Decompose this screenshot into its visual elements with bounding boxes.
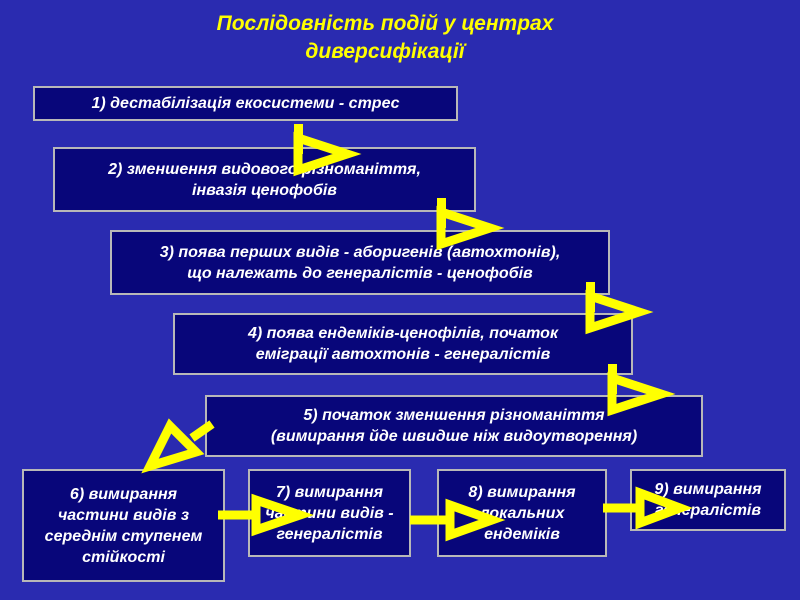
step-5-line-2: (вимирання йде швидше ніж видоутворення) xyxy=(270,428,638,445)
step-box-6: 6) вимирання частини видів з середнім ст… xyxy=(22,469,225,582)
page-title: Послідовність подій у центрах диверсифік… xyxy=(150,10,620,66)
step-4-line-2: еміграції автохтонів - генералістів xyxy=(255,346,551,363)
arrow-5-to-6 xyxy=(141,418,215,474)
step-5-line-1: 5) початок зменшення різноманіття xyxy=(303,407,605,424)
step-box-2: 2) зменшення видового різноманіття, інва… xyxy=(53,147,476,212)
step-8-line-2: локальних xyxy=(479,504,565,522)
title-line-2: диверсифікації xyxy=(305,40,465,63)
step-4-line-1: 4) поява ендеміків-ценофілів, початок xyxy=(247,325,559,342)
step-3-line-2: що належать до генералістів - ценофобів xyxy=(187,264,533,282)
arrow-2-to-3 xyxy=(436,198,505,251)
arrow-1-to-2 xyxy=(293,124,362,177)
step-box-7: 7) вимирання частини видів - генералісті… xyxy=(248,469,411,557)
arrow-3-to-4 xyxy=(585,282,654,335)
step-box-4: 4) поява ендеміків-ценофілів, початок ем… xyxy=(173,313,633,375)
step-8-line-1: 8) вимирання xyxy=(468,483,576,501)
arrow-4-to-5 xyxy=(607,364,676,417)
title-line-1: Послідовність подій у центрах xyxy=(216,12,554,35)
step-6-line-2: частини видів з xyxy=(57,506,190,524)
step-7-line-1: 7) вимирання xyxy=(275,483,384,501)
arrow-7-to-8 xyxy=(410,498,506,542)
step-6-line-4: стійкості xyxy=(82,548,165,566)
step-6-line-3: середнім ступенем xyxy=(44,527,203,545)
step-box-3: 3) поява перших видів - аборигенів (авто… xyxy=(110,230,610,295)
step-2-line-1: 2) зменшення видового різноманіття, xyxy=(108,160,421,178)
step-9-line-1: 9) вимирання xyxy=(654,481,762,498)
arrow-6-to-7 xyxy=(218,493,314,537)
arrow-8-to-9 xyxy=(603,486,693,530)
step-8-line-3: ендеміків xyxy=(484,525,560,543)
step-3-line-1: 3) поява перших видів - аборигенів (авто… xyxy=(159,243,561,261)
step-1-text: 1) дестабілізація екосистеми - стрес xyxy=(91,95,400,112)
step-7-line-3: генералістів xyxy=(276,525,383,543)
step-box-1: 1) дестабілізація екосистеми - стрес xyxy=(33,86,458,121)
step-2-line-2: інвазія ценофобів xyxy=(192,181,337,199)
step-6-line-1: 6) вимирання xyxy=(69,485,178,503)
